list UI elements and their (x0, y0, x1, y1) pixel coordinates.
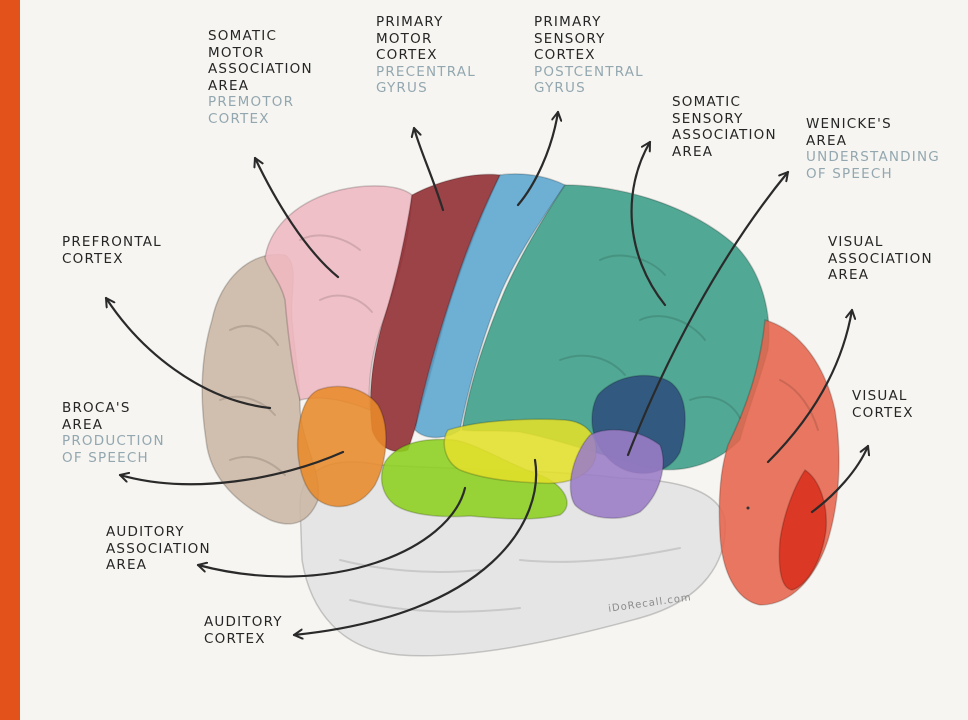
label-line: Area (672, 144, 777, 161)
label-line: Association (106, 541, 211, 558)
label-line: Broca's (62, 400, 165, 417)
label-line: Area (62, 417, 165, 434)
label-subtitle: Understanding (806, 149, 940, 166)
label-subtitle: Precentral (376, 64, 476, 81)
label-line: Visual (828, 234, 933, 251)
label-line: Association (208, 61, 313, 78)
label-line: Cortex (376, 47, 476, 64)
label-line: Prefrontal (62, 234, 162, 251)
label-line: Somatic (672, 94, 777, 111)
label-subtitle: Postcentral (534, 64, 644, 81)
label-subtitle: Gyrus (376, 80, 476, 97)
label-line: Auditory (106, 524, 211, 541)
label-line: Cortex (204, 631, 283, 648)
label-primary-sensory-cortex: Primary Sensory Cortex Postcentral Gyrus (534, 14, 644, 97)
label-line: Sensory (672, 111, 777, 128)
label-brocas-area: Broca's Area Production of Speech (62, 400, 165, 466)
label-visual-cortex: Visual Cortex (852, 388, 914, 421)
label-line: Motor (376, 31, 476, 48)
label-line: Cortex (534, 47, 644, 64)
label-line: Primary (534, 14, 644, 31)
label-line: Wenicke's (806, 116, 940, 133)
label-somatic-sensory-association: Somatic Sensory Association Area (672, 94, 777, 160)
label-subtitle: Premotor (208, 94, 313, 111)
label-line: Motor (208, 45, 313, 62)
label-subtitle: of Speech (806, 166, 940, 183)
label-subtitle: Gyrus (534, 80, 644, 97)
label-subtitle: Production (62, 433, 165, 450)
label-line: Sensory (534, 31, 644, 48)
label-line: Area (106, 557, 211, 574)
label-line: Visual (852, 388, 914, 405)
label-line: Cortex (62, 251, 162, 268)
label-subtitle: Cortex (208, 111, 313, 128)
label-line: Association (672, 127, 777, 144)
label-primary-motor-cortex: Primary Motor Cortex Precentral Gyrus (376, 14, 476, 97)
label-line: Primary (376, 14, 476, 31)
label-line: Area (828, 267, 933, 284)
label-somatic-motor-association: Somatic Motor Association Area Premotor … (208, 28, 313, 127)
label-line: Somatic (208, 28, 313, 45)
label-line: Auditory (204, 614, 283, 631)
label-line: Cortex (852, 405, 914, 422)
label-auditory-association-area: Auditory Association Area (106, 524, 211, 574)
label-line: Area (806, 133, 940, 150)
label-subtitle: of Speech (62, 450, 165, 467)
label-line: Association (828, 251, 933, 268)
label-line: Area (208, 78, 313, 95)
label-visual-association-area: Visual Association Area (828, 234, 933, 284)
label-prefrontal-cortex: Prefrontal Cortex (62, 234, 162, 267)
label-auditory-cortex: Auditory Cortex (204, 614, 283, 647)
brain-broca (298, 386, 386, 506)
label-wernickes-area: Wenicke's Area Understanding of Speech (806, 116, 940, 182)
